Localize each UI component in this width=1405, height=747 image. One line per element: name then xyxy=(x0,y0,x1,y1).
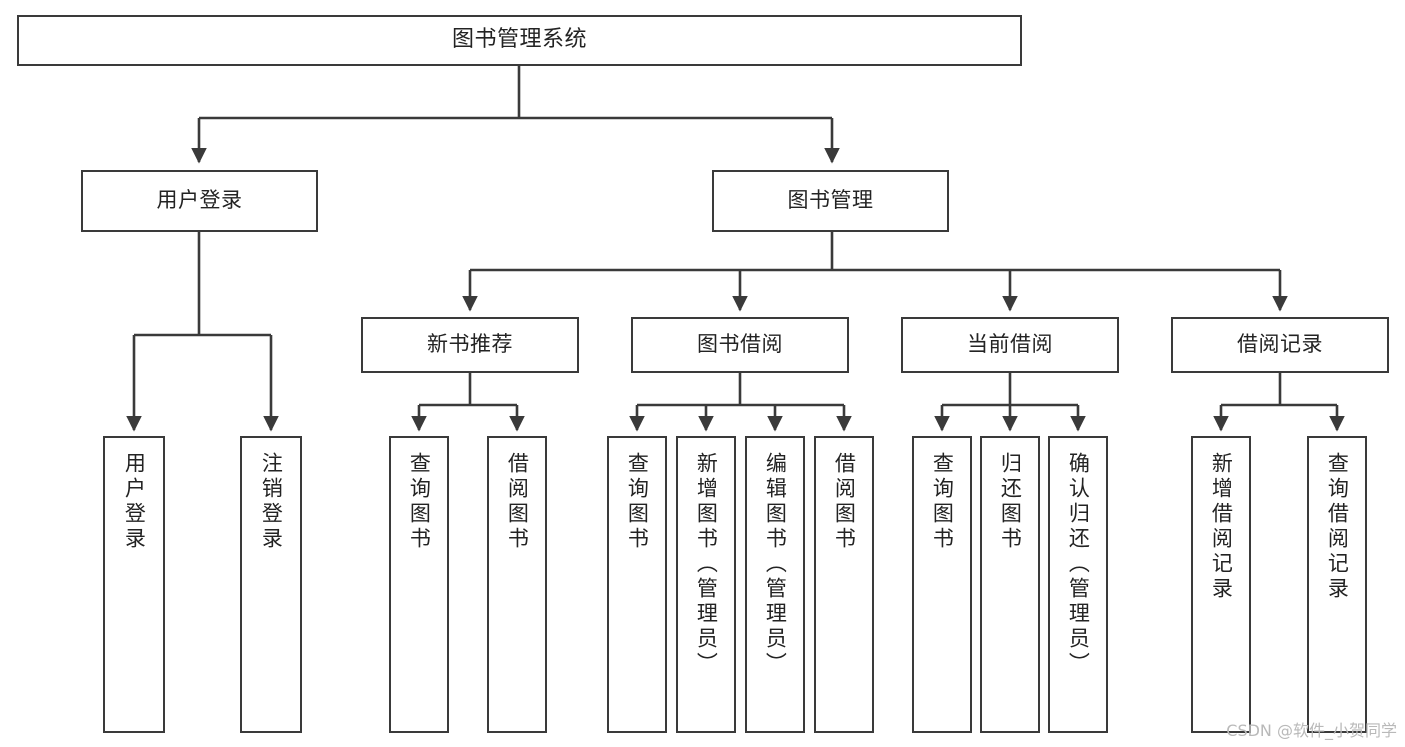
node-book-management[interactable]: 图书管理 xyxy=(712,170,949,232)
node-label: 确认归还（管理员） xyxy=(1066,452,1091,677)
leaf-user-login-logout[interactable]: 注销登录 xyxy=(240,436,302,733)
node-label: 当前借阅 xyxy=(967,332,1053,357)
node-label: 用户登录 xyxy=(122,452,147,552)
leaf-book-borrow-borrow-book[interactable]: 借阅图书 xyxy=(814,436,874,733)
leaf-book-borrow-query-book[interactable]: 查询图书 xyxy=(607,436,667,733)
node-label: 查询图书 xyxy=(407,452,432,552)
leaf-current-borrow-return-book[interactable]: 归还图书 xyxy=(980,436,1040,733)
node-label: 查询图书 xyxy=(930,452,955,552)
node-label: 借阅图书 xyxy=(832,452,857,552)
node-label: 查询借阅记录 xyxy=(1325,452,1350,602)
node-label: 借阅图书 xyxy=(505,452,530,552)
node-user-login[interactable]: 用户登录 xyxy=(81,170,318,232)
csdn-watermark: CSDN @软件_小贺同学 xyxy=(1226,721,1397,740)
node-label: 借阅记录 xyxy=(1237,332,1323,357)
node-new-book-recommend[interactable]: 新书推荐 xyxy=(361,317,579,373)
leaf-new-book-borrow-book[interactable]: 借阅图书 xyxy=(487,436,547,733)
node-current-borrow[interactable]: 当前借阅 xyxy=(901,317,1119,373)
leaf-current-borrow-confirm-return-admin[interactable]: 确认归还（管理员） xyxy=(1048,436,1108,733)
leaf-book-borrow-add-book-admin[interactable]: 新增图书（管理员） xyxy=(676,436,736,733)
node-label: 新书推荐 xyxy=(427,332,513,357)
node-label: 新增借阅记录 xyxy=(1209,452,1234,602)
node-label: 用户登录 xyxy=(156,188,243,213)
leaf-borrow-record-query-record[interactable]: 查询借阅记录 xyxy=(1307,436,1367,733)
leaf-book-borrow-edit-book-admin[interactable]: 编辑图书（管理员） xyxy=(745,436,805,733)
node-borrow-record[interactable]: 借阅记录 xyxy=(1171,317,1389,373)
node-label: 归还图书 xyxy=(998,452,1023,552)
leaf-current-borrow-query-book[interactable]: 查询图书 xyxy=(912,436,972,733)
node-label: 编辑图书（管理员） xyxy=(763,452,788,677)
leaf-user-login-login[interactable]: 用户登录 xyxy=(103,436,165,733)
leaf-new-book-query-book[interactable]: 查询图书 xyxy=(389,436,449,733)
node-root-book-management-system[interactable]: 图书管理系统 xyxy=(17,15,1022,66)
node-label: 新增图书（管理员） xyxy=(694,452,719,677)
leaf-borrow-record-add-record[interactable]: 新增借阅记录 xyxy=(1191,436,1251,733)
node-book-borrow[interactable]: 图书借阅 xyxy=(631,317,849,373)
node-label: 注销登录 xyxy=(259,452,284,552)
node-label: 图书借阅 xyxy=(697,332,783,357)
node-label: 图书管理 xyxy=(787,188,874,213)
node-label: 图书管理系统 xyxy=(451,27,587,53)
node-label: 查询图书 xyxy=(625,452,650,552)
